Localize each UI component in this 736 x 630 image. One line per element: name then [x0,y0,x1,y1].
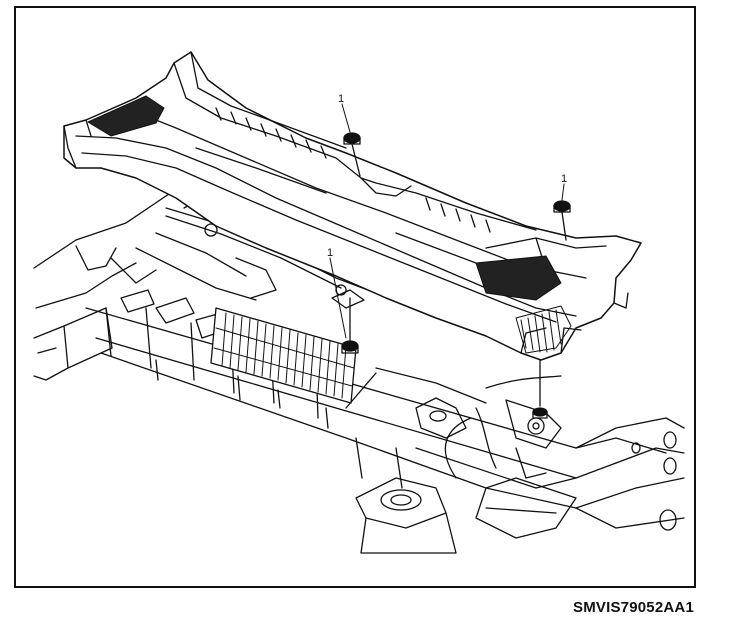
nut-lower-right [532,359,548,419]
vehicle-body-structure [33,177,685,554]
cowl-panel-diagram: 1 1 1 [33,51,685,554]
diagram-frame: 1 1 1 [14,6,696,588]
callout-labels: 1 1 1 [327,93,567,259]
callout-1-center: 1 [327,247,333,259]
hatched-regions [87,95,572,399]
cabin-air-filter-screen [210,307,357,404]
callout-leaders [329,103,565,339]
nut-right [553,200,571,241]
retaining-nuts [331,132,571,419]
callout-1-right: 1 [561,173,567,185]
figure-code: SMVIS79052AA1 [573,599,694,616]
nut-center [331,289,365,354]
nut-upper-left [343,132,361,177]
callout-1-upper: 1 [338,93,344,105]
